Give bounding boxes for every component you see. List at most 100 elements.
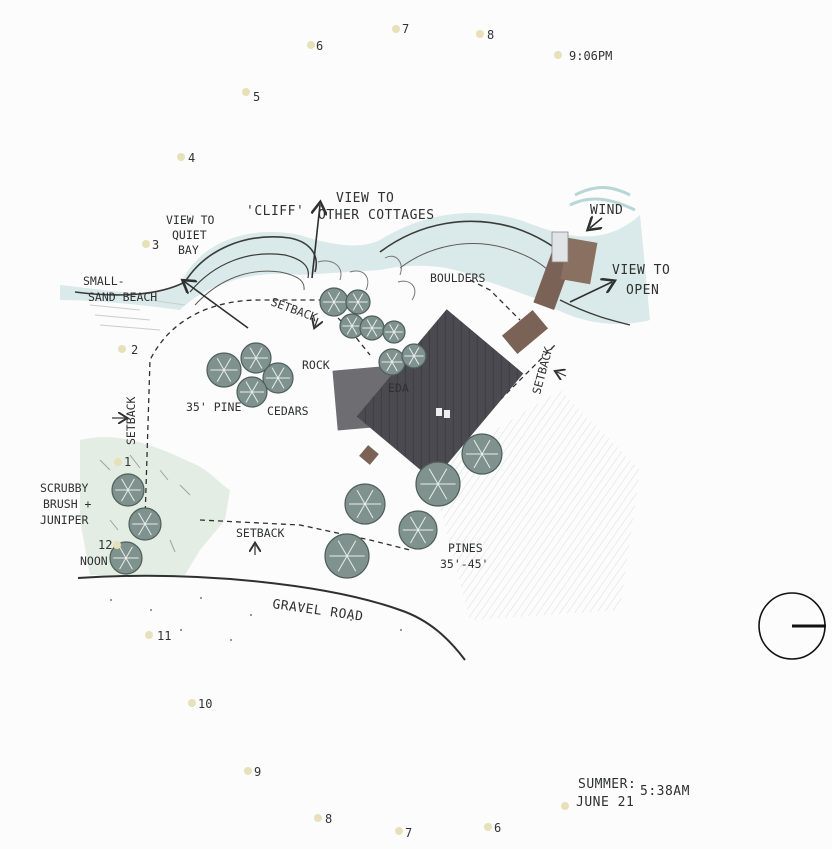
sun-dot: [314, 814, 322, 822]
sun-hour-label: 11: [157, 629, 171, 643]
sun-dot: [244, 767, 252, 775]
sun-hour-label: 4: [188, 151, 195, 165]
sunrise-time-label: 5:38AM: [640, 784, 690, 799]
sand-beach-label: SAND BEACH: [88, 290, 157, 304]
gravel-road: [77, 574, 466, 661]
view-quiet-label: BAY: [178, 243, 199, 257]
sun-hour-label: 8: [487, 28, 494, 42]
tree: [359, 315, 385, 341]
setback-label: SETBACK: [236, 526, 285, 540]
sun-hour-label: 7: [402, 22, 409, 36]
sand-beach-lines: [89, 299, 186, 331]
shoreline-east-lower: [559, 299, 631, 326]
view-arrow-icon: [569, 282, 612, 303]
tree: [109, 541, 143, 575]
sun-hour-label: 10: [198, 697, 212, 711]
sun-path-dots: [113, 25, 569, 835]
sun-dot: [395, 827, 403, 835]
cottage-building: [332, 309, 524, 481]
sun-hour-label: 8: [325, 812, 332, 826]
view-other-label: OTHER COTTAGES: [318, 208, 435, 223]
sun-dot: [177, 153, 185, 161]
season-label: SUMMER:: [578, 777, 636, 792]
setback-label: SETBACK: [269, 295, 319, 325]
view-open-label: OPEN: [626, 283, 659, 298]
setback-line: [144, 279, 556, 551]
wind-arrow-icon: [590, 218, 603, 228]
view-open-label: VIEW TO: [612, 263, 670, 278]
rock-label: ROCK: [302, 358, 330, 372]
sun-dot: [118, 345, 126, 353]
sun-hour-label: 12: [98, 538, 112, 552]
sun-dot: [242, 88, 250, 96]
sun-hour-label: 9: [254, 765, 261, 779]
sun-dot: [307, 41, 315, 49]
cedars-label: EDA: [388, 381, 409, 395]
sun-dot: [188, 699, 196, 707]
cliff-contour: [189, 253, 310, 293]
view-quiet-label: VIEW TO: [166, 213, 215, 227]
tree: [415, 461, 461, 507]
view-other-label: VIEW TO: [336, 191, 394, 206]
sun-hour-label: 6: [316, 39, 323, 53]
setback-arrow-icon: [557, 372, 567, 376]
boulders-label: BOULDERS: [430, 271, 485, 285]
tree: [345, 289, 371, 315]
tree: [324, 533, 370, 579]
setback-label: SETBACK: [529, 345, 555, 396]
shoreline-west: [74, 236, 317, 296]
pine-label: 35' PINE: [186, 400, 241, 414]
pines-label: 35'-45': [440, 557, 488, 571]
sun-dot: [142, 240, 150, 248]
tree: [461, 433, 503, 475]
setback-arrow-icon: [315, 318, 318, 326]
road-speckles: [110, 597, 402, 641]
noon-label: NOON: [80, 554, 108, 568]
scrubby-brush-area: [80, 437, 230, 575]
cliff-contour: [399, 243, 551, 273]
shore-rocks: [317, 255, 416, 301]
sun-hour-label: 5: [253, 90, 260, 104]
tree: [401, 343, 427, 369]
gravel-road-label: GRAVEL ROAD: [271, 597, 364, 625]
scrubby-label: JUNIPER: [40, 513, 89, 527]
wind-label: WIND: [590, 203, 623, 218]
date-label: JUNE 21: [576, 795, 634, 810]
trees: [109, 287, 503, 579]
tree: [206, 352, 242, 388]
sun-hour-label: 1: [124, 455, 131, 469]
tree: [236, 376, 268, 408]
cedars-label: CEDARS: [267, 404, 309, 418]
scrubby-label: SCRUBBY: [40, 481, 89, 495]
tree: [339, 313, 365, 339]
tree: [111, 473, 145, 507]
tree: [382, 320, 406, 344]
sun-dot: [113, 541, 121, 549]
wind-water-streaks: [569, 186, 636, 212]
scrubby-label: BRUSH +: [43, 497, 92, 511]
sun-dot: [114, 458, 122, 466]
tree: [319, 287, 349, 317]
sun-dot: [145, 631, 153, 639]
tree: [398, 510, 438, 550]
tree: [128, 507, 162, 541]
sun-hour-label: 2: [131, 343, 138, 357]
tree: [378, 348, 406, 376]
view-arrow-icon: [185, 282, 249, 329]
cliff-contour: [194, 270, 305, 306]
deck-and-stairs: [501, 231, 598, 355]
tree: [262, 362, 294, 394]
sun-dot: [561, 802, 569, 810]
sun-dot: [484, 823, 492, 831]
setback-label: SETBACK: [124, 396, 138, 445]
sun-dot: [554, 51, 562, 59]
sun-hour-label: 3: [152, 238, 159, 252]
north-arrow-icon: [758, 592, 826, 660]
sun-hour-label: 7: [405, 826, 412, 840]
sand-beach-label: SMALL-: [83, 274, 125, 288]
cliff-label: 'CLIFF': [246, 204, 304, 219]
pines-label: PINES: [448, 541, 483, 555]
view-quiet-label: QUIET: [172, 228, 207, 242]
